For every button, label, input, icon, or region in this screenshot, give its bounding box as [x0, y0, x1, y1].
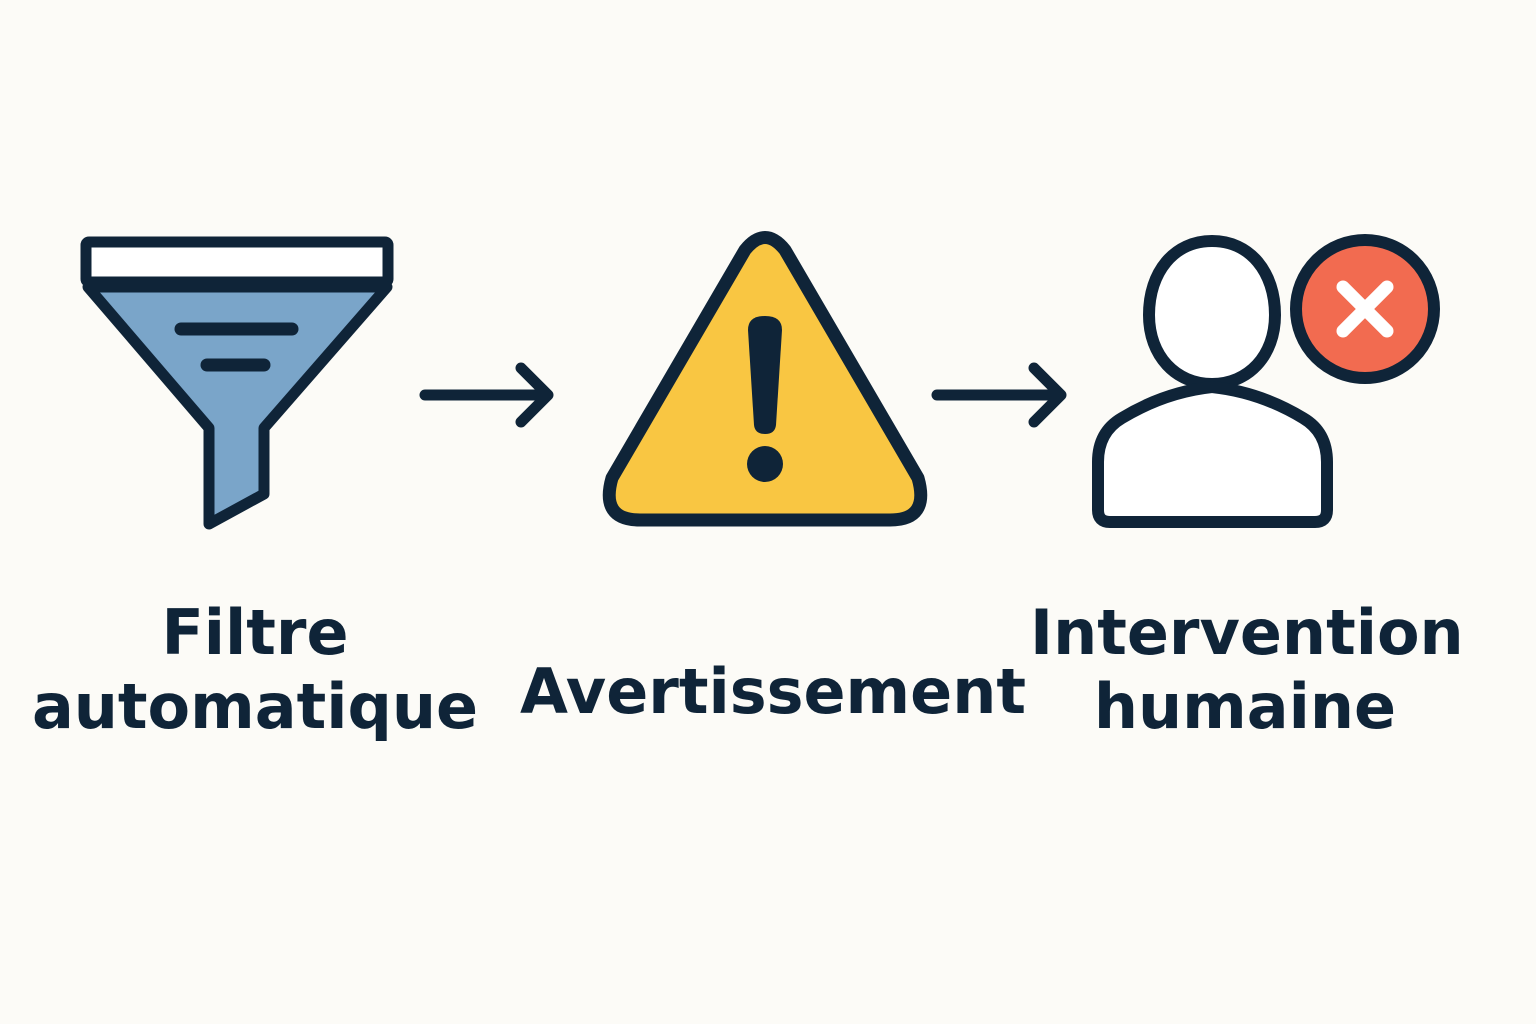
label-line: Intervention [1030, 596, 1464, 669]
right-arrow-icon [419, 362, 554, 428]
label-line: automatique [31, 670, 479, 743]
step-label-filter: Filtre automatique [30, 596, 480, 744]
label-line: Avertissement [520, 655, 1026, 728]
person-with-x-icon [1092, 234, 1440, 528]
close-icon [1290, 234, 1440, 384]
funnel-icon [80, 236, 394, 530]
warning-triangle-icon [602, 231, 928, 527]
label-line: humaine [1093, 670, 1397, 743]
exclamation-mark-icon [748, 316, 782, 434]
step-label-warning: Avertissement [520, 655, 1026, 729]
right-arrow-icon [931, 362, 1067, 428]
step-label-human: Intervention humaine [1030, 596, 1464, 744]
label-line: Filtre [161, 596, 349, 669]
